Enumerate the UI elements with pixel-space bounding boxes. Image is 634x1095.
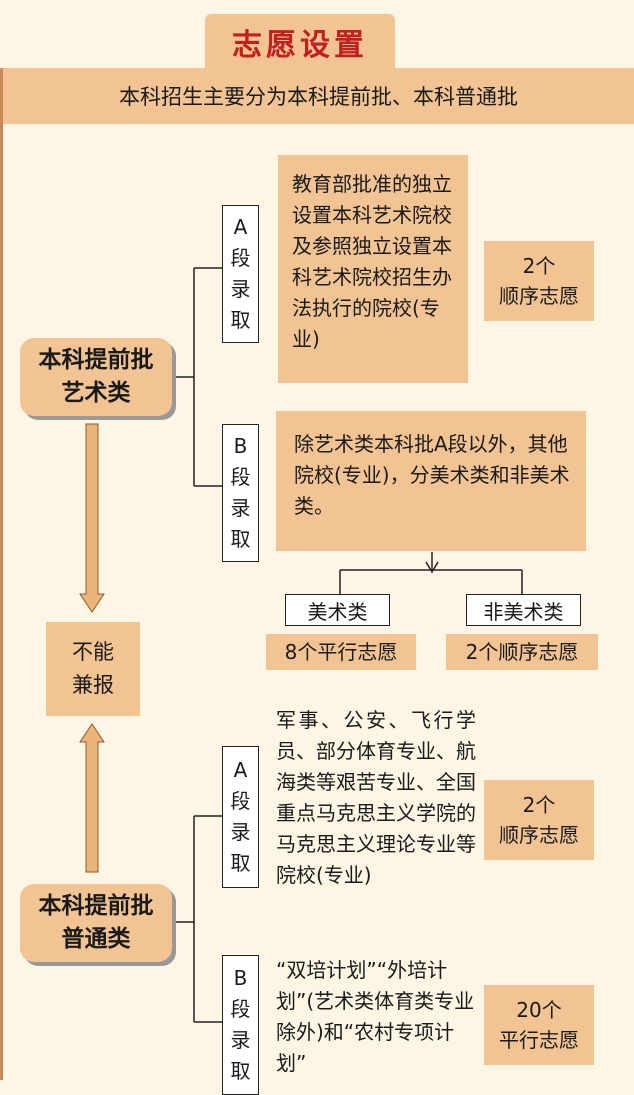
branch-quota-non-art: 2个顺序志愿 [446, 634, 598, 670]
gen-a-quota: 2个 顺序志愿 [484, 780, 594, 860]
gen-a-description: 军事、公安、飞行学员、部分体育专业、航海类等艰苦专业、全国重点马克思主义学院的马… [276, 708, 476, 887]
art-a-description: 教育部批准的独立设置本科艺术院校及参照独立设置本科艺术院校招生办法执行的院校(专… [278, 155, 468, 383]
branch-label-non-art: 非美术类 [466, 594, 581, 626]
subtitle-banner: 本科招生主要分为本科提前批、本科普通批 [3, 68, 634, 124]
art-a-quota: 2个 顺序志愿 [484, 241, 594, 321]
segment-label-art-a: A段录取 [222, 205, 259, 343]
segment-label-gen-b: B段录取 [222, 955, 259, 1095]
segment-label-art-b: B段录取 [222, 424, 259, 562]
gen-b-quota: 20个 平行志愿 [484, 985, 594, 1065]
category-general: 本科提前批 普通类 [20, 884, 172, 962]
branch-label-art: 美术类 [285, 594, 390, 626]
page-title: 志愿设置 [205, 14, 395, 70]
category-art: 本科提前批 艺术类 [20, 338, 172, 416]
branch-quota-art: 8个平行志愿 [266, 634, 416, 670]
gen-b-description: “双培计划”“外培计划”(艺术类体育类专业除外)和“农村专项计划” [276, 958, 475, 1075]
center-note: 不能 兼报 [46, 622, 140, 716]
segment-label-gen-a: A段录取 [222, 746, 259, 888]
frame-border [0, 68, 3, 1080]
art-b-description: 除艺术类本科批A段以外，其他院校(专业)，分美术类和非美术类。 [276, 411, 586, 551]
